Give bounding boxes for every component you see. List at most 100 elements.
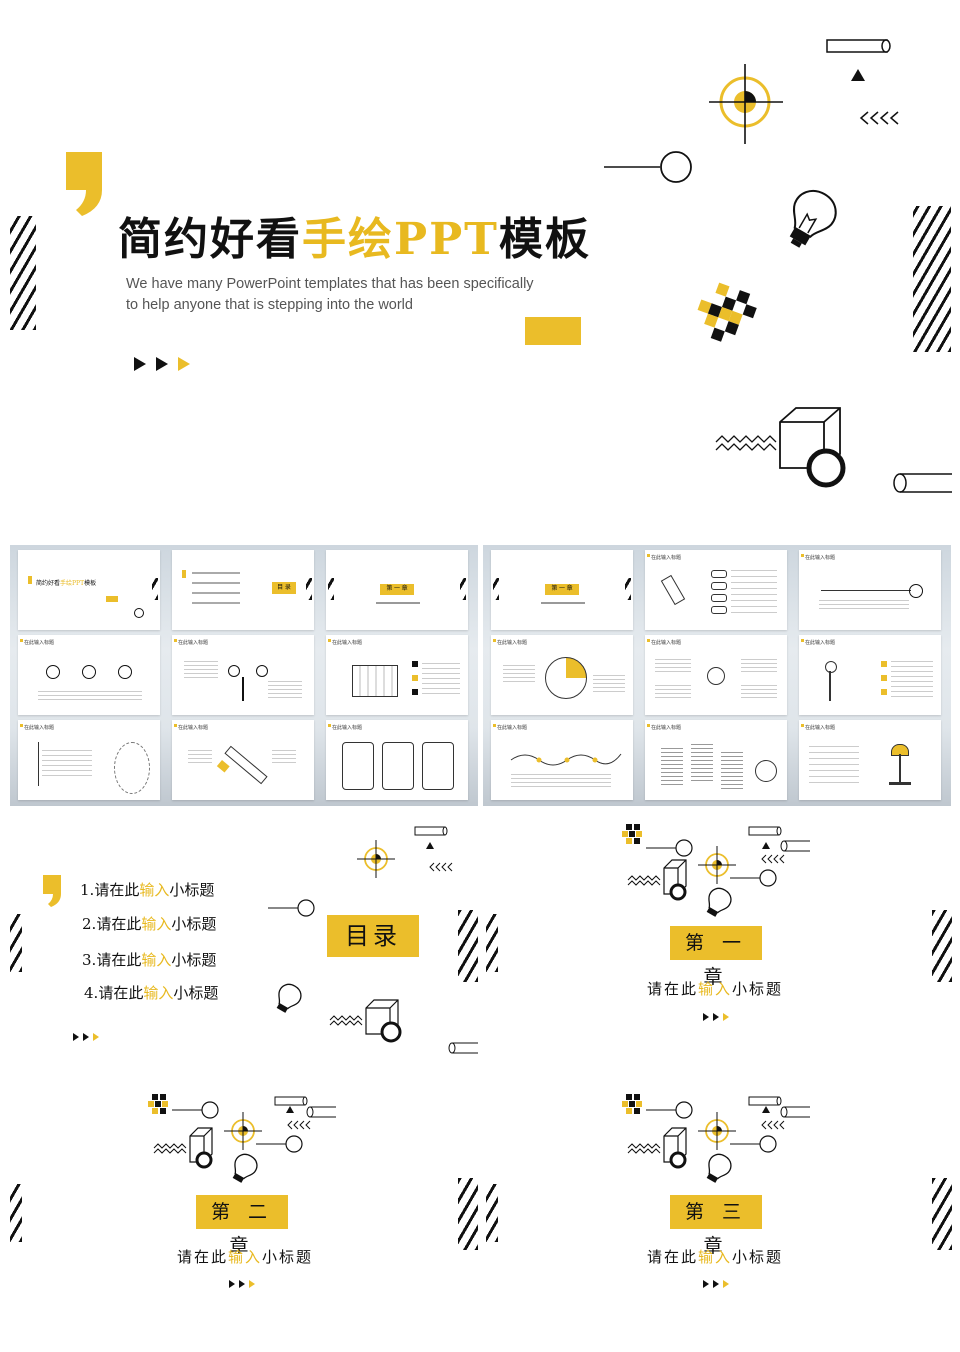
thumbnail-content-slide[interactable]: 在此输入标题 (18, 635, 160, 715)
line-circle-icon (646, 1101, 693, 1119)
line-circle-icon (256, 1135, 303, 1153)
cube-icon (153, 1127, 213, 1169)
contents-item[interactable]: 3.请在此输入小标题 (82, 951, 217, 969)
stripes-icon (486, 914, 498, 972)
hero-title-highlight: 手绘PPT (302, 214, 499, 265)
crosshair-icon (698, 846, 736, 884)
thumbnail-toc-slide[interactable]: 目 录 (172, 550, 314, 630)
chapter-title: 第 三 章 (670, 1195, 762, 1257)
pipe-icon (748, 1096, 782, 1106)
thumbnail-content-slide[interactable]: 在此输入标题 (491, 635, 633, 715)
thumbnail-chapter-slide[interactable]: 第 一 章 (491, 550, 633, 630)
chapter-title: 第 一 章 (670, 926, 762, 988)
cube-icon (329, 999, 402, 1043)
checker-icon (148, 1094, 168, 1114)
hero-title: 简约好看手绘PPT模板 (118, 203, 591, 267)
stripes-icon (458, 910, 478, 982)
crosshair-icon (224, 1112, 262, 1150)
crosshair-icon (357, 840, 395, 878)
thumbnail-content-slide[interactable]: 在此输入标题 (326, 720, 468, 800)
triangle-icon (286, 1106, 294, 1113)
triangle-icon (762, 842, 770, 849)
thumbnail-toc-label: 目 录 (272, 582, 296, 594)
chapter-subtitle: 请在此输入小标题 (176, 1249, 314, 1266)
hero-slide: 简约好看手绘PPT模板 We have many PowerPoint temp… (0, 0, 960, 540)
stripes-icon (10, 1184, 22, 1242)
pipe-icon (274, 1096, 308, 1106)
triangle-icon (851, 69, 865, 81)
arrows-icon (229, 1280, 255, 1288)
thumbnail-content-slide[interactable]: 在此输入标题 (645, 550, 787, 630)
cube-icon (715, 407, 846, 488)
contents-item[interactable]: 4.请在此输入小标题 (84, 984, 219, 1002)
arrows-icon (703, 1013, 729, 1021)
thumbnail-content-slide[interactable]: 在此输入标题 (645, 720, 787, 800)
stripes-icon (10, 216, 36, 330)
stripes-icon (486, 1184, 498, 1242)
hero-subtitle-line: We have many PowerPoint templates that h… (126, 276, 534, 292)
lightbulb-icon (706, 1153, 732, 1183)
pipe-icon (306, 1106, 336, 1118)
chevrons-icon (761, 1120, 785, 1130)
chapter-slide-2: 第 二 章 请在此输入小标题 (0, 1080, 480, 1352)
stripes-icon (932, 910, 952, 982)
checker-icon (622, 1094, 642, 1114)
line-circle-icon (730, 1135, 777, 1153)
chapter-title: 第 二 章 (196, 1195, 288, 1257)
lightbulb-icon (789, 189, 837, 248)
lightbulb-icon (276, 983, 302, 1013)
pipe-icon (748, 826, 782, 836)
quote-mark-icon (66, 152, 102, 216)
line-circle-icon (172, 1101, 219, 1119)
arrows-icon (73, 1033, 99, 1041)
chapter-subtitle: 请在此输入小标题 (646, 981, 784, 998)
lightbulb-icon (706, 887, 732, 917)
quote-mark-icon (43, 875, 61, 907)
thumbnail-content-slide[interactable]: 在此输入标题 (645, 635, 787, 715)
arrows-icon (703, 1280, 729, 1288)
stripes-icon (458, 1178, 478, 1250)
chevrons-icon (429, 862, 453, 872)
thumbnail-content-slide[interactable]: 在此输入标题 (799, 635, 941, 715)
triangle-icon (426, 842, 434, 849)
thumbnail-chapter-slide[interactable]: 第 一 章 (326, 550, 468, 630)
thumbnail-content-slide[interactable]: 在此输入标题 (799, 720, 941, 800)
thumbnail-content-slide[interactable]: 在此输入标题 (326, 635, 468, 715)
thumbnail-title-slide[interactable]: 简约好看手绘PPT模板 (18, 550, 160, 630)
triangle-icon (762, 1106, 770, 1113)
hero-title-part: 模板 (498, 214, 591, 265)
lightbulb-icon (232, 1153, 258, 1183)
pipe-icon (448, 1042, 478, 1054)
crosshair-icon (698, 1112, 736, 1150)
pipe-icon (780, 1106, 810, 1118)
thumbnail-title-text: 简约好看手绘PPT模板 (36, 580, 97, 587)
hero-subtitle-line: to help anyone that is stepping into the… (126, 297, 413, 313)
thumbnail-content-slide[interactable]: 在此输入标题 (172, 635, 314, 715)
arrows-icon (134, 357, 190, 371)
stripes-icon (932, 1178, 952, 1250)
chapter-slide-1: 第 一 章 请在此输入小标题 (480, 810, 960, 1080)
contents-item[interactable]: 2.请在此输入小标题 (82, 915, 217, 933)
stripes-icon (913, 206, 951, 352)
contents-slide: 1.请在此输入小标题 2.请在此输入小标题 3.请在此输入小标题 4.请在此输入… (0, 810, 480, 1080)
chevrons-icon (287, 1120, 311, 1130)
thumbnail-content-slide[interactable]: 在此输入标题 (799, 550, 941, 630)
thumbnail-chapter-label: 第 一 章 (380, 584, 414, 595)
line-circle-icon (604, 151, 692, 183)
accent-bar (525, 317, 581, 345)
thumbnail-content-slide[interactable]: 在此输入标题 (491, 720, 633, 800)
cube-icon (627, 1127, 687, 1169)
pipe-icon (780, 840, 810, 852)
cube-icon (627, 859, 687, 901)
chevrons-icon (859, 111, 899, 125)
stripes-icon (10, 914, 22, 972)
pipe-icon (414, 826, 448, 836)
thumbnail-content-slide[interactable]: 在此输入标题 (18, 720, 160, 800)
crosshair-icon (709, 64, 783, 144)
thumbnail-content-slide[interactable]: 在此输入标题 (172, 720, 314, 800)
checker-icon (622, 824, 642, 844)
contents-heading: 目录 (327, 915, 419, 957)
chapter-slide-3: 第 三 章 请在此输入小标题 (480, 1080, 960, 1352)
pipe-icon (893, 473, 952, 493)
contents-item[interactable]: 1.请在此输入小标题 (80, 881, 215, 899)
